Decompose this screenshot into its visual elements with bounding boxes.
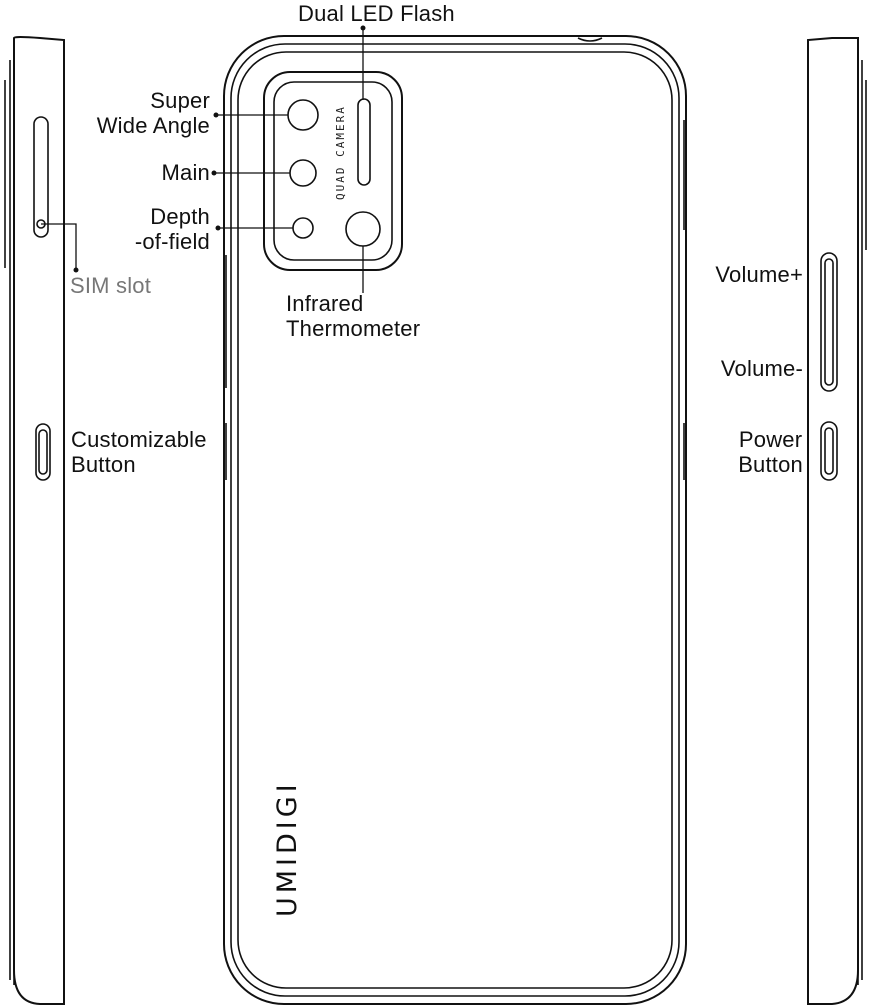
volume-rocker-outline [820, 252, 838, 392]
left-side-view [4, 36, 65, 1005]
main-label: Main [161, 160, 210, 185]
depth-lens [292, 217, 314, 239]
power-button-outline [820, 421, 838, 481]
depth-of-field-label: Depth -of-field [134, 204, 210, 254]
dual-led-flash-window [357, 98, 371, 186]
sim-slot-label: SIM slot [70, 273, 152, 298]
quad-camera-text: QUAD CAMERA [334, 105, 347, 200]
main-lens [289, 159, 317, 187]
dual-led-flash-label: Dual LED Flash [298, 1, 455, 26]
customizable-button-outline [35, 423, 51, 481]
leader-dots [73, 25, 366, 273]
brand-logo: UMIDIGI [272, 780, 303, 917]
customizable-button-label: Customizable Button [71, 427, 207, 477]
super-wide-angle-label: Super Wide Angle [96, 88, 210, 138]
volume-plus-label: Volume+ [715, 262, 803, 287]
volume-minus-label: Volume- [720, 356, 803, 381]
camera-module [263, 71, 403, 271]
right-side-view [807, 36, 867, 1005]
back-view [223, 35, 687, 1005]
infrared-thermometer-label: Infrared Thermometer [286, 291, 421, 341]
power-button-label: Power Button [738, 427, 803, 477]
infrared-sensor [345, 211, 381, 247]
sim-tray [33, 116, 49, 238]
super-wide-lens [287, 99, 319, 131]
leader-lines [41, 28, 364, 293]
